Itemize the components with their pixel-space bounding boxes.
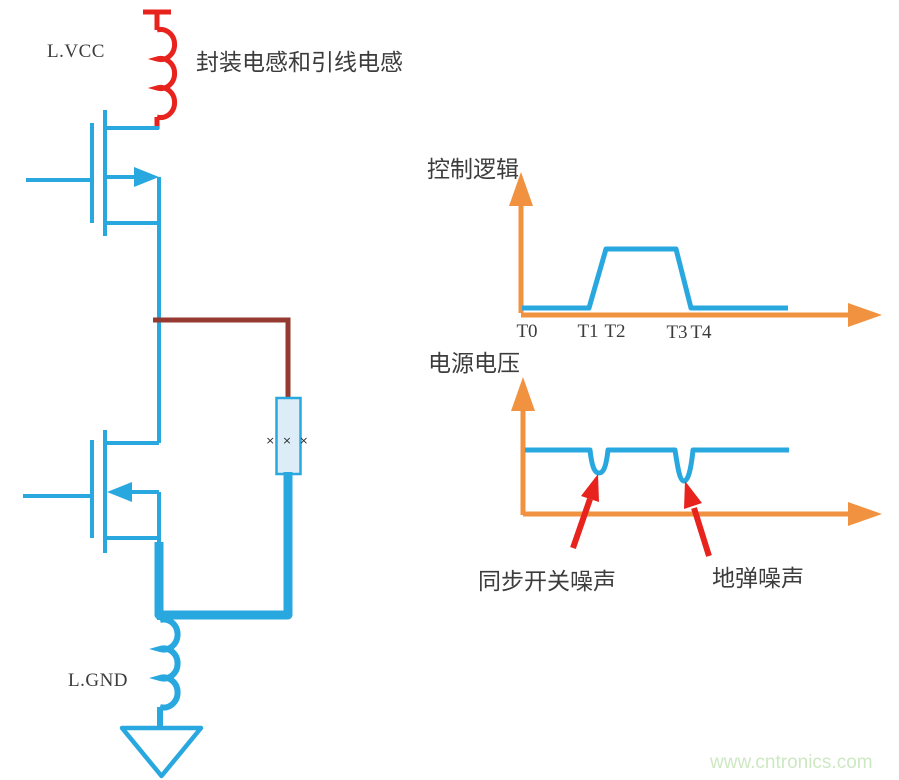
- resistor-body: [275, 396, 302, 476]
- ground-bounce-arrow-icon: [684, 481, 702, 509]
- ground-symbol-icon: [119, 725, 204, 779]
- tick-t2: T2: [604, 321, 625, 342]
- tick-t0: T0: [516, 321, 537, 342]
- vcc-inductor-coil: [147, 27, 178, 120]
- supply-voltage-y-axis-arrow-icon: [511, 377, 535, 411]
- control-logic-x-axis-arrow-icon: [848, 303, 882, 327]
- sync-noise-pointer: [570, 474, 599, 549]
- vcc-package-inductor: [143, 9, 178, 129]
- tick-t4: T4: [690, 322, 712, 343]
- control-logic-title: 控制逻辑: [427, 157, 519, 182]
- supply-voltage-title: 电源电压: [428, 351, 520, 376]
- ground-bounce-label: 地弹噪声: [712, 566, 804, 591]
- gnd-package-inductor: [148, 615, 181, 730]
- tick-t1: T1: [577, 321, 598, 342]
- low-side-arrow-icon: [107, 482, 132, 502]
- sync-noise-arrow-shaft: [570, 498, 593, 549]
- ground-return-wire: [154, 472, 293, 620]
- sync-noise-label: 同步开关噪声: [478, 569, 616, 594]
- control-logic-waveform: [522, 246, 788, 311]
- high-side-mosfet: [26, 110, 159, 236]
- package-inductance-note: 封装电感和引线电感: [196, 50, 403, 75]
- control-logic-chart: 控制逻辑 T0 T1 T2 T3 T4: [427, 157, 882, 343]
- supply-voltage-waveform: [525, 447, 789, 484]
- gnd-inductor-coil: [148, 616, 181, 711]
- vcc-label: L.VCC: [47, 41, 105, 62]
- damping-resistor: × × ×: [266, 396, 311, 476]
- tick-t3: T3: [666, 322, 687, 343]
- sync-noise-arrow-icon: [581, 474, 599, 502]
- resistor-marks: × × ×: [266, 434, 311, 447]
- ground-bounce-pointer: [684, 481, 712, 557]
- resistor-branch-wire: [153, 317, 291, 401]
- gnd-label: L.GND: [68, 670, 128, 691]
- ground-bounce-arrow-shaft: [691, 507, 712, 557]
- watermark: www.cntronics.com: [709, 752, 873, 773]
- low-side-mosfet: [23, 430, 161, 553]
- supply-voltage-x-axis-arrow-icon: [848, 502, 882, 526]
- high-side-arrow-icon: [134, 167, 159, 187]
- control-logic-y-axis-arrow-icon: [509, 172, 533, 206]
- supply-voltage-chart: 电源电压 同步开关噪声 地弹噪声: [428, 351, 882, 594]
